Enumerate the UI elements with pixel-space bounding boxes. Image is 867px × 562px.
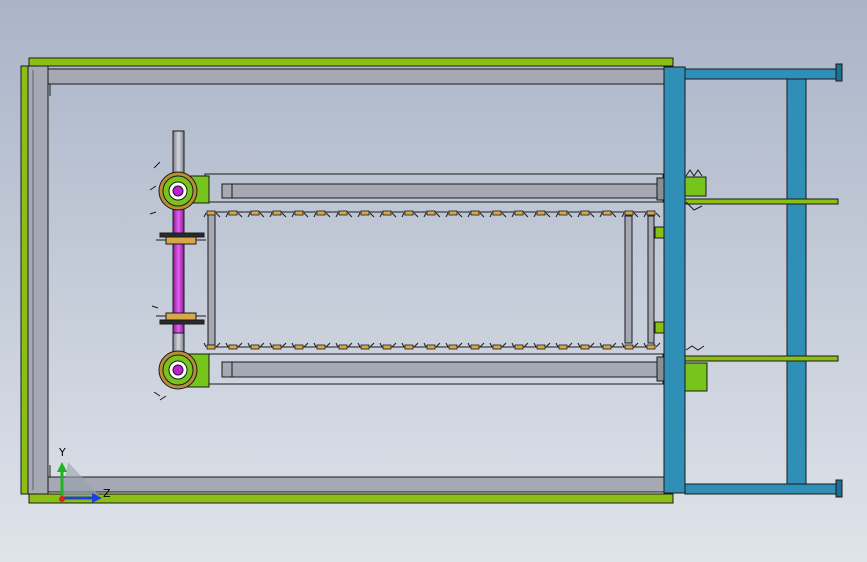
x-axis-origin [59, 496, 65, 502]
y-axis-label: Y [58, 446, 66, 459]
chain-tooth [511, 342, 529, 350]
chain-tooth [467, 210, 485, 218]
chain-teeth-bottom [203, 342, 661, 350]
chain-tooth [291, 342, 309, 350]
lower-tensioner-block [684, 362, 708, 392]
chain-tooth [643, 210, 661, 218]
stand-top-arm [684, 68, 838, 80]
chain-tooth [335, 210, 353, 218]
chain-tooth [555, 210, 573, 218]
drive-assembly [149, 130, 210, 401]
chain-tooth [555, 342, 573, 350]
chain-tooth [269, 342, 287, 350]
upper-tensioner-block [684, 176, 707, 197]
chain-tooth [401, 342, 419, 350]
outer-frame [20, 57, 674, 504]
tie-rod-upper [684, 198, 839, 205]
z-axis-label: Z [103, 487, 111, 500]
lower-drive-sprocket [158, 350, 198, 390]
chain-tooth [445, 342, 463, 350]
chain-tooth [533, 342, 551, 350]
upper-drive-sprocket [158, 171, 198, 211]
chain-tooth [423, 210, 441, 218]
chain-tooth [643, 342, 661, 350]
stand-vertical-right [786, 78, 807, 485]
top-grey-beam [47, 68, 665, 85]
left-green-rail [20, 65, 29, 495]
stand-bottom-arm [684, 483, 838, 495]
chain-tooth [335, 342, 353, 350]
bottom-grey-beam [47, 476, 665, 493]
chain-teeth-top [203, 210, 661, 218]
bottom-green-rail [28, 493, 674, 504]
chain-tooth [269, 210, 287, 218]
chain-tooth [599, 342, 617, 350]
blue-stand [663, 63, 843, 498]
coordinate-triad: Y Z [57, 446, 111, 503]
chain-tooth [467, 342, 485, 350]
chain-tooth [203, 342, 221, 350]
chain-tooth [247, 342, 265, 350]
chain-tooth [203, 210, 221, 218]
right-tensioners [684, 169, 708, 392]
y-axis-arrow [57, 462, 67, 472]
chain-tooth [577, 342, 595, 350]
chain-tooth [489, 210, 507, 218]
chain-tooth [621, 210, 639, 218]
mid-sprocket-lower [156, 312, 206, 325]
conveyor-rails [204, 173, 665, 385]
mid-sprocket-upper [156, 232, 206, 245]
chain-tooth [489, 342, 507, 350]
chain-tooth [533, 210, 551, 218]
stand-vertical-left [663, 66, 686, 494]
chain-tooth [401, 210, 419, 218]
top-green-rail [28, 57, 674, 67]
tie-rod-lower [684, 355, 839, 362]
left-grey-post [27, 65, 49, 495]
chain-tooth [511, 210, 529, 218]
chain-tooth [313, 342, 331, 350]
chain-tooth [379, 210, 397, 218]
chain-tooth [599, 210, 617, 218]
z-axis-arrow [92, 493, 102, 503]
chain-tooth [423, 342, 441, 350]
upper-rail [231, 183, 658, 199]
chain-tooth [313, 210, 331, 218]
chain-tooth [357, 342, 375, 350]
chain-tooth [225, 210, 243, 218]
chain-tooth [291, 210, 309, 218]
chain-tooth [621, 342, 639, 350]
lower-rail [231, 361, 658, 378]
chain-tooth [225, 342, 243, 350]
chain-tooth [247, 210, 265, 218]
chain-tooth [577, 210, 595, 218]
chain-tooth [379, 342, 397, 350]
chain-tooth [445, 210, 463, 218]
chain-tooth [357, 210, 375, 218]
